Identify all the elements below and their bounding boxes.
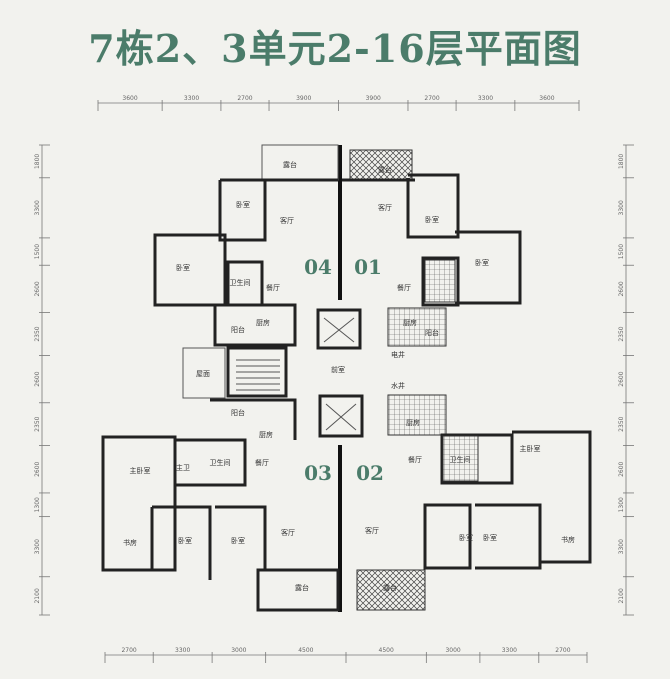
elevator-top [316,308,362,350]
room-label: 客厅 [378,203,392,212]
room-label: 卫生间 [230,278,251,287]
room-label: 厨房 [403,318,417,327]
dimension-label: 1800 [618,154,625,169]
room-label: 卧室 [176,263,190,272]
dimension-label: 3900 [296,95,311,102]
dimension-label: 2600 [34,371,41,386]
room-label: 书房 [123,538,137,547]
room-label: 书房 [561,535,575,544]
dimension-label: 2600 [34,461,41,476]
dimension-label: 2600 [618,281,625,296]
room-label-water-shaft: 水井 [391,381,405,390]
unit-number: 03 [304,461,332,485]
dimension-label: 4500 [379,647,394,654]
room-label: 露台 [283,160,297,169]
dimension-label: 2700 [237,95,252,102]
unit-number: 01 [354,255,382,279]
room-label: 餐厅 [266,283,280,292]
room-label: 卧室 [231,536,245,545]
room-label: 餐厅 [255,458,269,467]
dimension-label: 2350 [34,326,41,341]
room-label: 厨房 [406,418,420,427]
unit-number: 02 [356,461,384,485]
dimension-lines: 3600 3300 2700 3900 3900 2700 3300 3600 2700 3300… [34,95,634,663]
dimension-label: 2100 [618,588,625,603]
dimension-label: 2700 [121,647,136,654]
room-label: 露台 [295,583,309,592]
dimension-label: 2700 [424,95,439,102]
unit-02: 卫生间 主卧室 书房 卧室 卧室 餐厅 客厅 露台 厨房 02 [356,418,592,611]
unit-01: 露台 客厅 卧室 卧室 餐厅 厨房 阳台 01 [342,149,522,337]
dimension-label: 3300 [502,647,517,654]
dimension-label: 2700 [555,647,570,654]
room-label: 主卧室 [520,444,541,453]
kitchen-01-tiles [387,307,447,347]
dimension-label: 3300 [618,200,625,215]
dimension-label: 1500 [34,244,41,259]
dimension-label: 3900 [366,95,381,102]
dimension-label: 2350 [618,326,625,341]
dimension-label: 3000 [445,647,460,654]
dimension-label: 3300 [175,647,190,654]
dimension-label: 1500 [618,244,625,259]
unit-03: 主卧室 主卫 卫生间 书房 卧室 卧室 餐厅 客厅 露台 阳台 厨房 03 [101,398,340,612]
room-label: 卧室 [178,536,192,545]
room-label: 阳台 [425,328,439,337]
core: 前室 屋面 电井 水井 [182,145,447,612]
room-label: 餐厅 [408,455,422,464]
elevator-bottom [318,394,364,438]
room-label: 厨房 [259,430,273,439]
room-label: 客厅 [365,526,379,535]
dimension-label: 1300 [34,497,41,512]
dimension-label: 2600 [34,281,41,296]
dimension-label: 1800 [34,154,41,169]
dimension-label: 3600 [122,95,137,102]
room-label: 卧室 [425,215,439,224]
unit-number: 04 [304,255,332,279]
kitchen-02-tiles [387,394,447,436]
room-label: 露台 [383,583,397,592]
dimension-label: 3300 [184,95,199,102]
dimension-label: 2600 [618,461,625,476]
room-label-electric-shaft: 电井 [391,350,405,359]
staircase [226,346,288,398]
plan-title: 7栋2、3单元2-16层平面图 [88,26,582,71]
terrace-04 [261,144,339,181]
terrace-02 [356,569,426,611]
room-label: 卧室 [475,258,489,267]
room-label: 主卫 [176,463,190,472]
room-label: 客厅 [280,216,294,225]
dimension-label: 1300 [618,497,625,512]
room-label: 卫生间 [210,458,231,467]
room-label: 主卧室 [130,466,151,475]
room-label: 卧室 [459,533,473,542]
dimension-label: 4500 [298,647,313,654]
dimension-label: 2350 [618,416,625,431]
dimension-label: 3600 [539,95,554,102]
unit-04: 露台 卧室 客厅 卧室 卫生间 餐厅 厨房 阳台 04 [153,144,339,347]
terrace-01 [349,149,413,181]
dimension-label: 3300 [34,539,41,554]
room-label: 露台 [378,165,392,174]
room-label: 阳台 [231,408,245,417]
roof-area [182,347,226,399]
room-label: 卧室 [236,200,250,209]
dimension-label: 3300 [618,539,625,554]
dimension-label: 3300 [478,95,493,102]
room-label: 阳台 [231,325,245,334]
room-label: 卫生间 [450,455,471,464]
dimension-label: 2600 [618,371,625,386]
room-label-lobby: 前室 [331,365,345,374]
dimension-label: 3300 [34,200,41,215]
room-label: 餐厅 [397,283,411,292]
room-label: 客厅 [281,528,295,537]
dimension-label: 3000 [231,647,246,654]
room-label: 厨房 [256,318,270,327]
dimension-label: 2100 [34,588,41,603]
dimension-label: 2350 [34,416,41,431]
room-label-roof: 屋面 [196,370,210,378]
room-label: 卧室 [483,533,497,542]
